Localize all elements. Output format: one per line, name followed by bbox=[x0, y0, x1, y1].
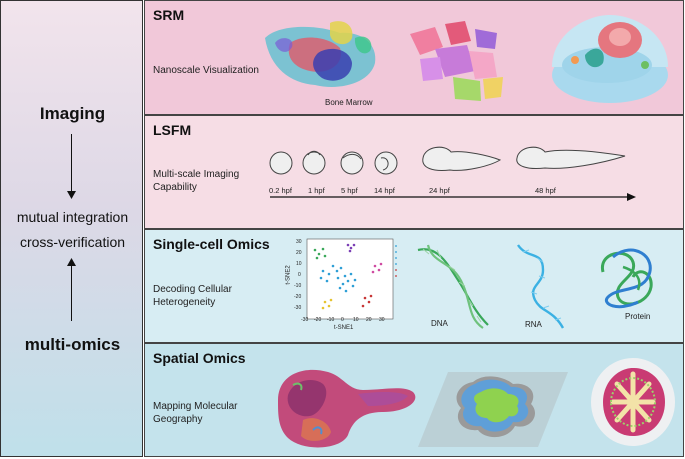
spatial-subtitle-1: Mapping Molecular bbox=[153, 401, 238, 412]
tsne-ytick-4: 0 bbox=[298, 272, 301, 278]
sc-subtitle-1: Decoding Cellular bbox=[153, 284, 232, 295]
stage-label-2: 1 hpf bbox=[308, 186, 325, 195]
tsne-ylabel: t-SNE2 bbox=[285, 265, 292, 285]
left-column: Imaging mutual integration cross-verific… bbox=[0, 0, 143, 457]
rna-illustration bbox=[517, 244, 565, 329]
tsne-ytick-7: -30 bbox=[294, 305, 302, 311]
lsfm-title: LSFM bbox=[153, 122, 192, 138]
cell-3d-illustration bbox=[552, 15, 668, 103]
sc-subtitle-2: Heterogeneity bbox=[153, 297, 216, 308]
tsne-ytick-6: -20 bbox=[294, 294, 302, 300]
stage-label-5: 24 hpf bbox=[429, 186, 450, 195]
protein-illustration bbox=[601, 248, 653, 309]
stage-label-1: 0.2 hpf bbox=[269, 186, 292, 195]
imaging-label: Imaging bbox=[39, 104, 106, 123]
tsne-ytick-5: -10 bbox=[294, 283, 302, 289]
spatial-tissue-illustration bbox=[591, 358, 675, 446]
dna-label: DNA bbox=[431, 319, 448, 328]
tsne-ytick-1: 30 bbox=[296, 239, 302, 245]
lsfm-panel: LSFM Multi-scale Imaging Capability 0.2 … bbox=[144, 115, 684, 229]
tsne-ytick-2: 20 bbox=[296, 250, 302, 256]
srm-panel: SRM Nanoscale Visualization Bone Marrow bbox=[144, 0, 684, 115]
stage-label-6: 48 hpf bbox=[535, 186, 556, 195]
tsne-xtick-5: 10 bbox=[353, 317, 359, 323]
tsne-xtick-1: -30 bbox=[301, 317, 309, 323]
integration-label-1: mutual integration bbox=[16, 209, 129, 225]
spatial-panel: Spatial Omics Mapping Molecular Geograph… bbox=[144, 343, 684, 457]
spatial-subtitle-2: Geography bbox=[153, 414, 203, 425]
multi-omics-label: multi-omics bbox=[24, 335, 121, 354]
bone-marrow-illustration bbox=[265, 21, 376, 87]
arrow-down-head bbox=[67, 191, 76, 199]
tsne-xtick-7: 30 bbox=[379, 317, 385, 323]
tsne-xtick-2: -20 bbox=[314, 317, 322, 323]
single-cell-panel: Single-cell Omics Decoding Cellular Hete… bbox=[144, 229, 684, 343]
sc-title: Single-cell Omics bbox=[153, 236, 270, 252]
cell-map-illustration bbox=[410, 21, 503, 101]
srm-subtitle: Nanoscale Visualization bbox=[153, 65, 259, 76]
tsne-ytick-3: 10 bbox=[296, 261, 302, 267]
stage-label-4: 14 hpf bbox=[374, 186, 395, 195]
lsfm-subtitle-1: Multi-scale Imaging bbox=[153, 169, 240, 180]
tsne-xtick-3: -10 bbox=[327, 317, 335, 323]
protein-label: Protein bbox=[625, 312, 651, 321]
spatial-slide-illustration bbox=[418, 372, 568, 447]
dna-illustration bbox=[417, 244, 489, 329]
spatial-title: Spatial Omics bbox=[153, 350, 246, 366]
stage-label-3: 5 hpf bbox=[341, 186, 358, 195]
integration-label-2: cross-verification bbox=[19, 234, 126, 250]
tsne-xtick-6: 20 bbox=[366, 317, 372, 323]
rna-label: RNA bbox=[525, 320, 542, 329]
bone-marrow-label: Bone Marrow bbox=[325, 98, 373, 107]
lsfm-subtitle-2: Capability bbox=[153, 182, 197, 193]
zebrafish-stages bbox=[269, 146, 636, 201]
tsne-xtick-4: 0 bbox=[341, 317, 344, 323]
spatial-embryo-illustration bbox=[278, 369, 416, 448]
srm-title: SRM bbox=[153, 7, 185, 23]
arrow-up-head bbox=[67, 258, 76, 266]
arrow-up-line bbox=[71, 265, 72, 321]
tsne-plot bbox=[306, 238, 397, 320]
tsne-xlabel: t-SNE1 bbox=[334, 325, 354, 331]
arrow-down-line bbox=[71, 134, 72, 192]
